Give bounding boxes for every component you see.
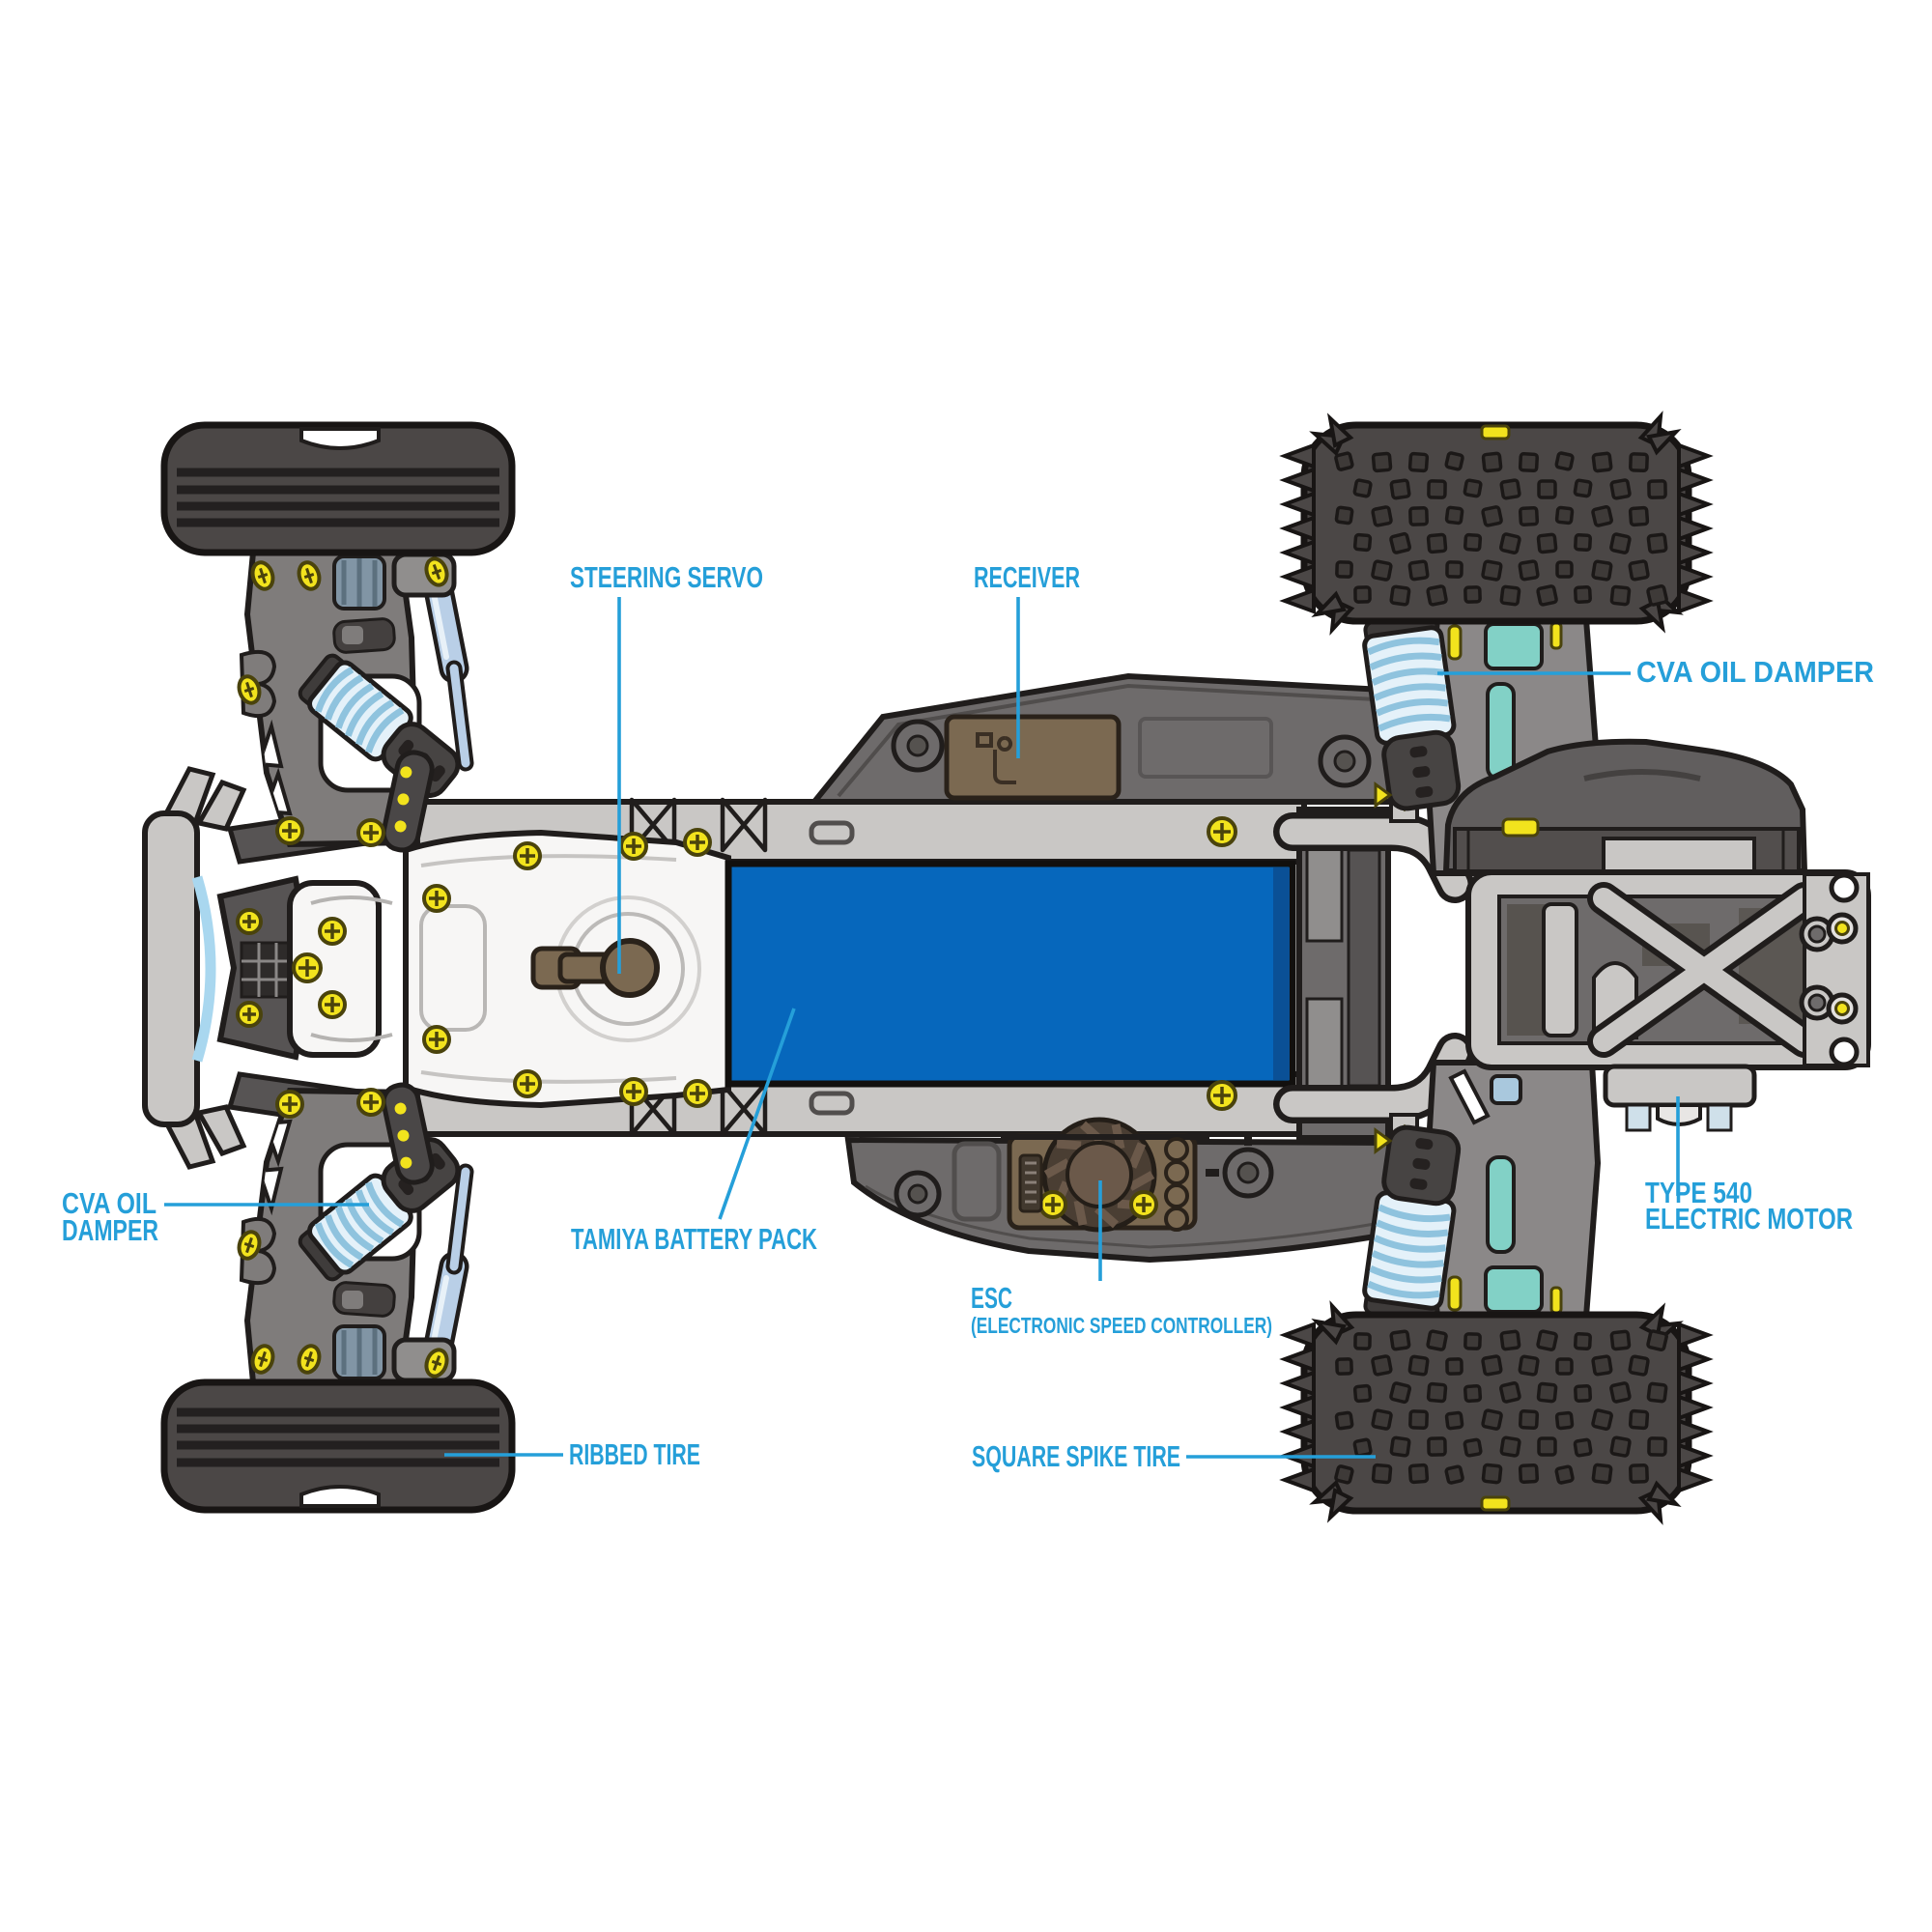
svg-text:ESC: ESC: [971, 1281, 1012, 1315]
svg-text:TAMIYA BATTERY PACK: TAMIYA BATTERY PACK: [571, 1222, 817, 1256]
svg-text:RIBBED TIRE: RIBBED TIRE: [569, 1437, 700, 1471]
svg-text:ELECTRIC MOTOR: ELECTRIC MOTOR: [1645, 1202, 1853, 1236]
svg-text:TYPE 540: TYPE 540: [1645, 1176, 1752, 1209]
svg-text:DAMPER: DAMPER: [62, 1213, 158, 1247]
svg-text:SQUARE SPIKE TIRE: SQUARE SPIKE TIRE: [972, 1439, 1180, 1473]
svg-text:STEERING SERVO: STEERING SERVO: [570, 560, 763, 594]
svg-text:CVA OIL DAMPER: CVA OIL DAMPER: [1636, 655, 1874, 689]
svg-text:RECEIVER: RECEIVER: [974, 560, 1080, 594]
svg-text:CVA OIL: CVA OIL: [62, 1186, 156, 1220]
svg-text:(ELECTRONIC SPEED CONTROLLER): (ELECTRONIC SPEED CONTROLLER): [971, 1313, 1272, 1338]
